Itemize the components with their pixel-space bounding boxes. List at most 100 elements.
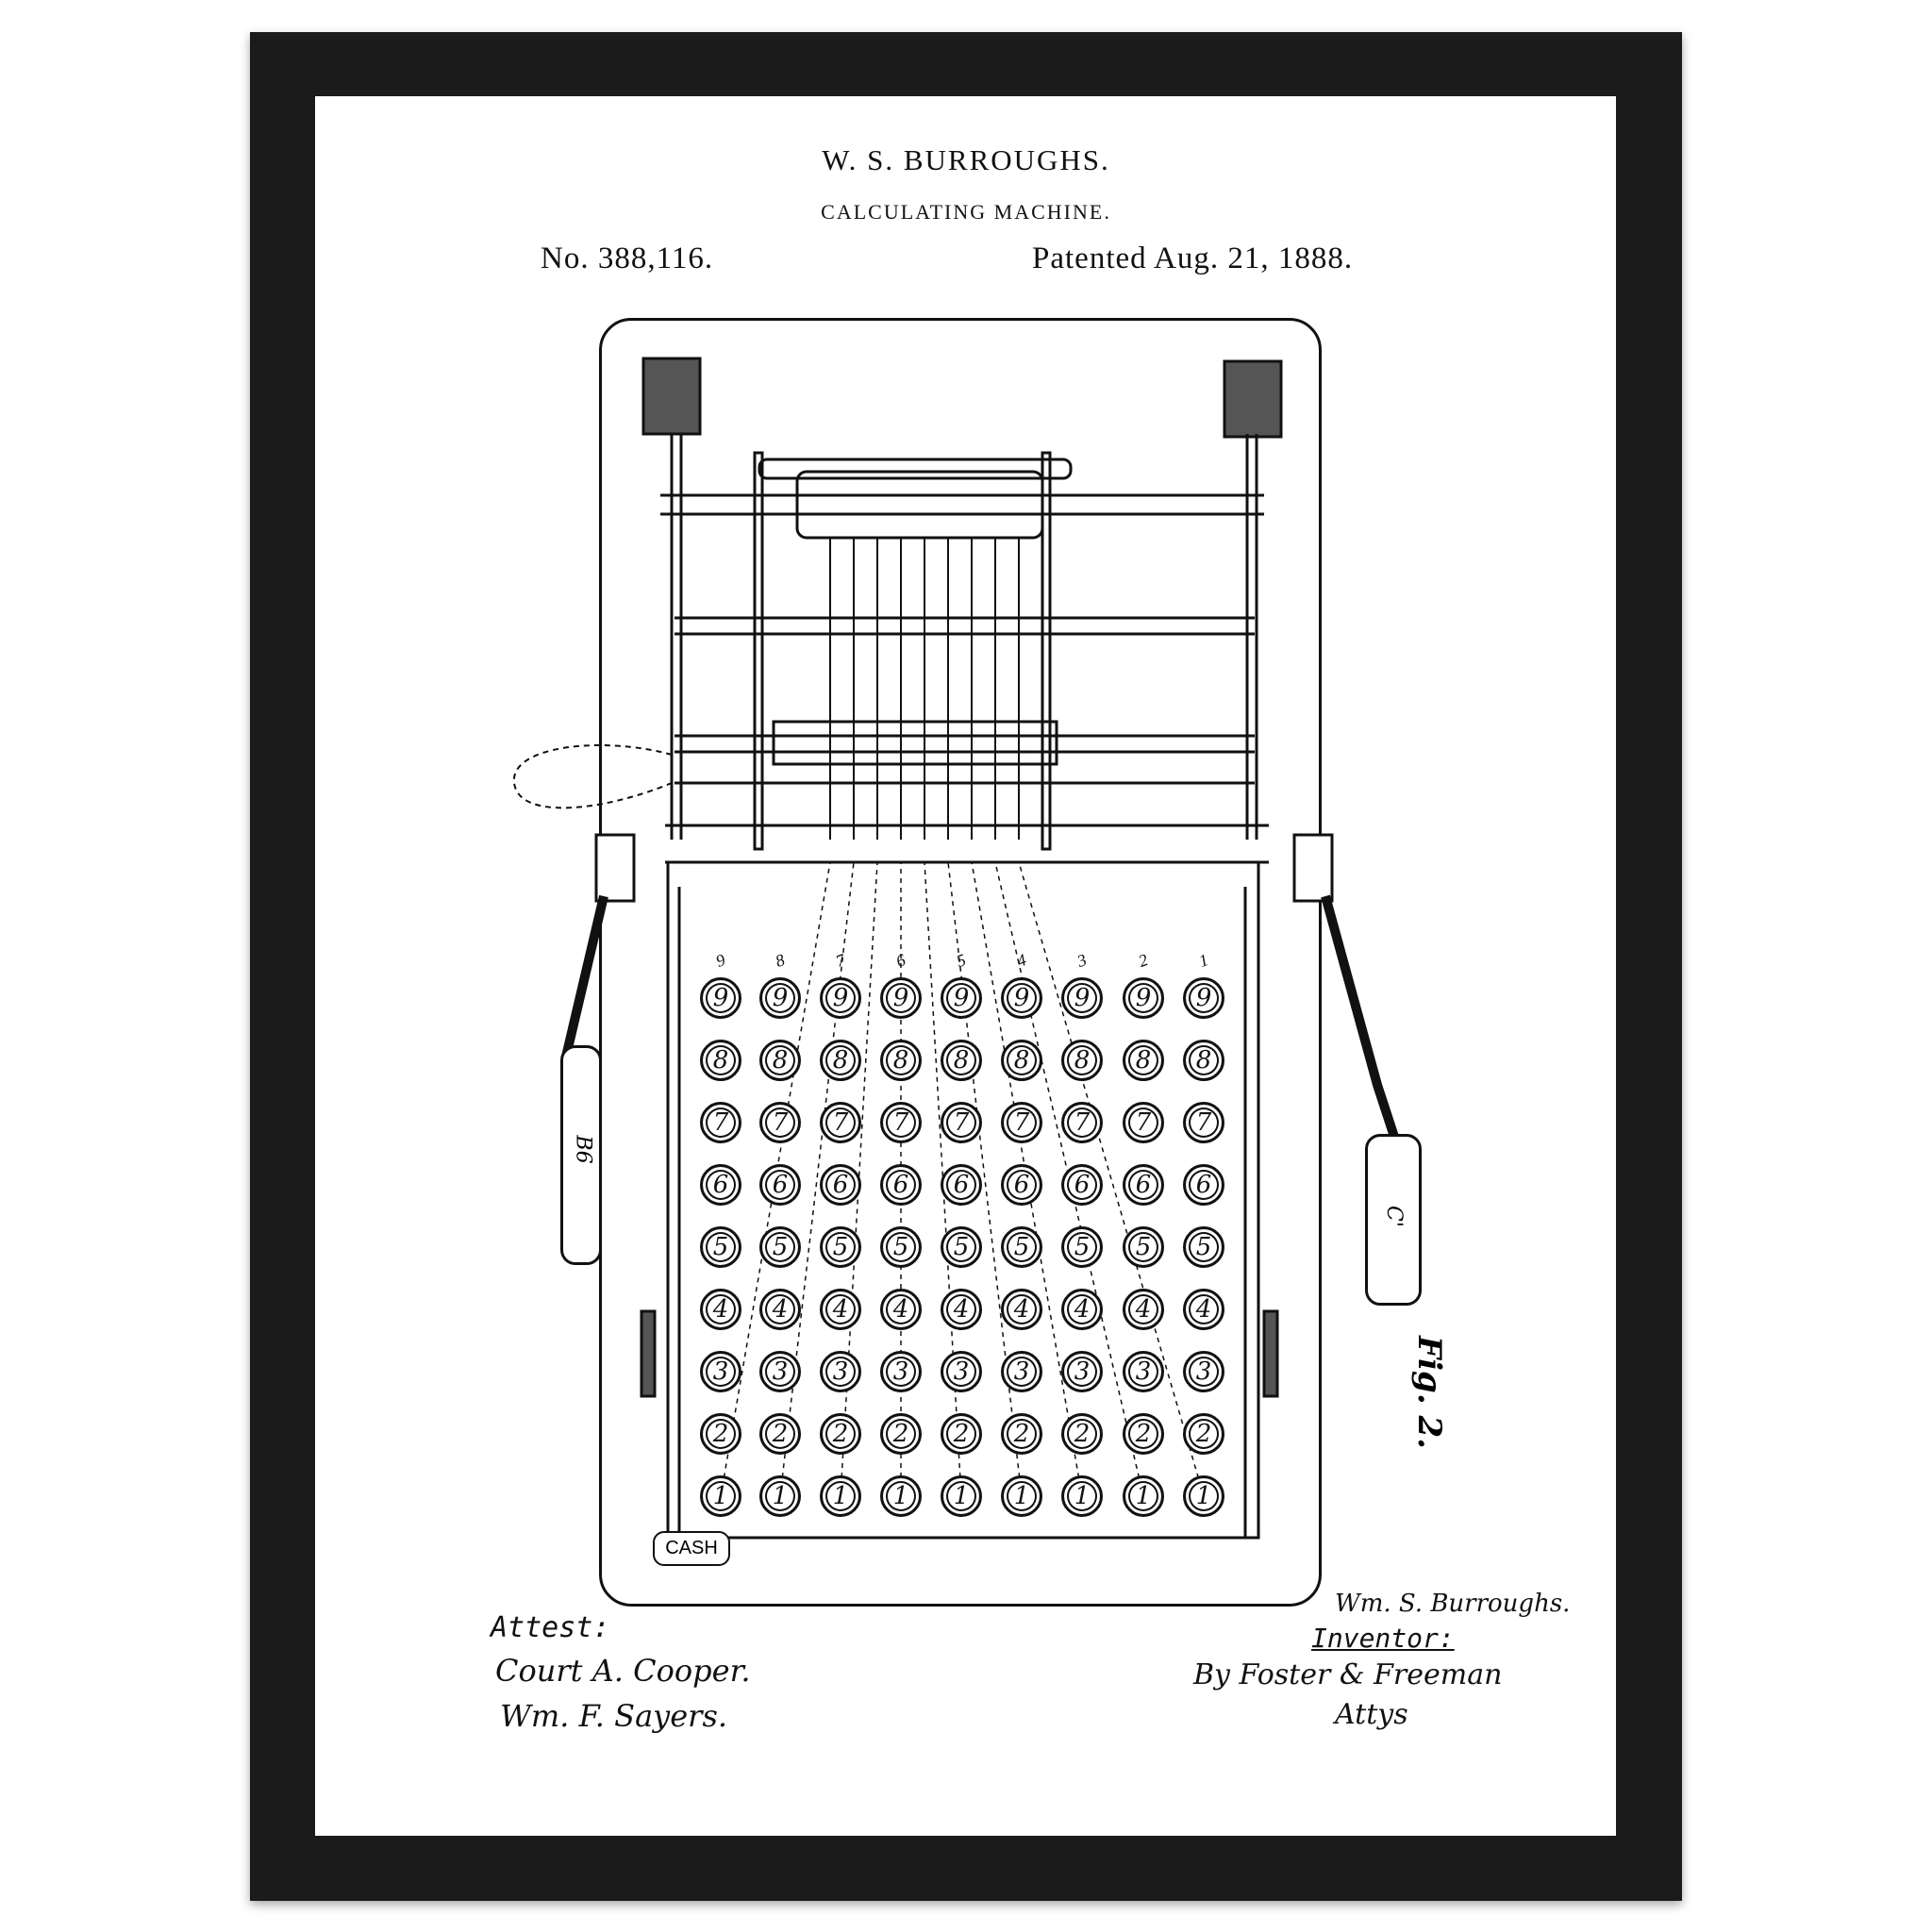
key-4[interactable]: 4 <box>700 1289 741 1330</box>
key-8[interactable]: 8 <box>880 1040 922 1081</box>
key-3[interactable]: 3 <box>1123 1351 1164 1392</box>
key-3[interactable]: 3 <box>700 1351 741 1392</box>
key-9[interactable]: 9 <box>759 977 801 1019</box>
key-3[interactable]: 3 <box>941 1351 982 1392</box>
key-2[interactable]: 2 <box>1123 1413 1164 1455</box>
key-2[interactable]: 2 <box>1061 1413 1103 1455</box>
key-6[interactable]: 6 <box>759 1164 801 1206</box>
attest-label: Attest: <box>491 1611 610 1644</box>
key-2[interactable]: 2 <box>700 1413 741 1455</box>
key-1[interactable]: 1 <box>820 1475 861 1517</box>
key-6[interactable]: 6 <box>880 1164 922 1206</box>
key-4[interactable]: 4 <box>1001 1289 1042 1330</box>
key-1[interactable]: 1 <box>759 1475 801 1517</box>
key-9[interactable]: 9 <box>941 977 982 1019</box>
key-3[interactable]: 3 <box>820 1351 861 1392</box>
key-2[interactable]: 2 <box>820 1413 861 1455</box>
key-3[interactable]: 3 <box>759 1351 801 1392</box>
key-6[interactable]: 6 <box>1061 1164 1103 1206</box>
key-6[interactable]: 6 <box>1123 1164 1164 1206</box>
key-1[interactable]: 1 <box>941 1475 982 1517</box>
key-2[interactable]: 2 <box>1001 1413 1042 1455</box>
left-handle[interactable]: B6 <box>560 1045 602 1265</box>
key-3[interactable]: 3 <box>1001 1351 1042 1392</box>
key-6[interactable]: 6 <box>820 1164 861 1206</box>
key-4[interactable]: 4 <box>759 1289 801 1330</box>
key-2[interactable]: 2 <box>1183 1413 1224 1455</box>
key-8[interactable]: 8 <box>700 1040 741 1081</box>
attorneys-suffix: Attys <box>1335 1698 1408 1731</box>
key-9[interactable]: 9 <box>1001 977 1042 1019</box>
left-post-weight <box>641 357 702 436</box>
key-4[interactable]: 4 <box>820 1289 861 1330</box>
key-4[interactable]: 4 <box>1061 1289 1103 1330</box>
witness-signature-2: Wm. F. Sayers. <box>500 1698 728 1734</box>
key-4[interactable]: 4 <box>1123 1289 1164 1330</box>
key-3[interactable]: 3 <box>880 1351 922 1392</box>
key-6[interactable]: 6 <box>1183 1164 1224 1206</box>
key-8[interactable]: 8 <box>820 1040 861 1081</box>
key-3[interactable]: 3 <box>1183 1351 1224 1392</box>
cash-key[interactable]: CASH <box>653 1531 730 1566</box>
key-4[interactable]: 4 <box>1183 1289 1224 1330</box>
key-1[interactable]: 1 <box>1183 1475 1224 1517</box>
key-7[interactable]: 7 <box>700 1102 741 1143</box>
key-9[interactable]: 9 <box>1123 977 1164 1019</box>
right-handle-label: C' <box>1381 1206 1406 1227</box>
key-5[interactable]: 5 <box>1123 1226 1164 1268</box>
key-7[interactable]: 7 <box>1123 1102 1164 1143</box>
attorneys-signature: By Foster & Freeman <box>1193 1658 1503 1691</box>
key-6[interactable]: 6 <box>1001 1164 1042 1206</box>
figure-label: Fig. 2. <box>1410 1336 1448 1449</box>
key-5[interactable]: 5 <box>1183 1226 1224 1268</box>
invention-title: CALCULATING MACHINE. <box>821 200 1111 224</box>
key-2[interactable]: 2 <box>941 1413 982 1455</box>
key-4[interactable]: 4 <box>880 1289 922 1330</box>
key-8[interactable]: 8 <box>1061 1040 1103 1081</box>
key-9[interactable]: 9 <box>700 977 741 1019</box>
inventor-label: Inventor: <box>1311 1623 1455 1654</box>
key-2[interactable]: 2 <box>880 1413 922 1455</box>
key-5[interactable]: 5 <box>1001 1226 1042 1268</box>
key-6[interactable]: 6 <box>700 1164 741 1206</box>
key-7[interactable]: 7 <box>1001 1102 1042 1143</box>
key-7[interactable]: 7 <box>941 1102 982 1143</box>
key-6[interactable]: 6 <box>941 1164 982 1206</box>
key-9[interactable]: 9 <box>1061 977 1103 1019</box>
key-3[interactable]: 3 <box>1061 1351 1103 1392</box>
patent-print <box>315 96 1616 1836</box>
key-9[interactable]: 9 <box>880 977 922 1019</box>
key-8[interactable]: 8 <box>1183 1040 1224 1081</box>
key-1[interactable]: 1 <box>1001 1475 1042 1517</box>
key-1[interactable]: 1 <box>1061 1475 1103 1517</box>
right-post-weight <box>1223 359 1283 439</box>
key-2[interactable]: 2 <box>759 1413 801 1455</box>
right-handle[interactable]: C' <box>1365 1134 1422 1306</box>
key-5[interactable]: 5 <box>759 1226 801 1268</box>
key-5[interactable]: 5 <box>880 1226 922 1268</box>
witness-signature-1: Court A. Cooper. <box>495 1653 751 1689</box>
key-7[interactable]: 7 <box>759 1102 801 1143</box>
key-5[interactable]: 5 <box>941 1226 982 1268</box>
key-8[interactable]: 8 <box>1123 1040 1164 1081</box>
key-5[interactable]: 5 <box>1061 1226 1103 1268</box>
key-9[interactable]: 9 <box>820 977 861 1019</box>
key-7[interactable]: 7 <box>880 1102 922 1143</box>
key-8[interactable]: 8 <box>941 1040 982 1081</box>
key-8[interactable]: 8 <box>759 1040 801 1081</box>
key-8[interactable]: 8 <box>1001 1040 1042 1081</box>
left-handle-label: B6 <box>571 1135 595 1164</box>
key-7[interactable]: 7 <box>1183 1102 1224 1143</box>
inventor-signature: Wm. S. Burroughs. <box>1335 1590 1571 1618</box>
key-7[interactable]: 7 <box>1061 1102 1103 1143</box>
patent-date: Patented Aug. 21, 1888. <box>1032 242 1354 275</box>
key-9[interactable]: 9 <box>1183 977 1224 1019</box>
key-1[interactable]: 1 <box>1123 1475 1164 1517</box>
key-7[interactable]: 7 <box>820 1102 861 1143</box>
key-1[interactable]: 1 <box>880 1475 922 1517</box>
key-5[interactable]: 5 <box>700 1226 741 1268</box>
key-1[interactable]: 1 <box>700 1475 741 1517</box>
patent-number: No. 388,116. <box>541 242 714 275</box>
key-4[interactable]: 4 <box>941 1289 982 1330</box>
key-5[interactable]: 5 <box>820 1226 861 1268</box>
